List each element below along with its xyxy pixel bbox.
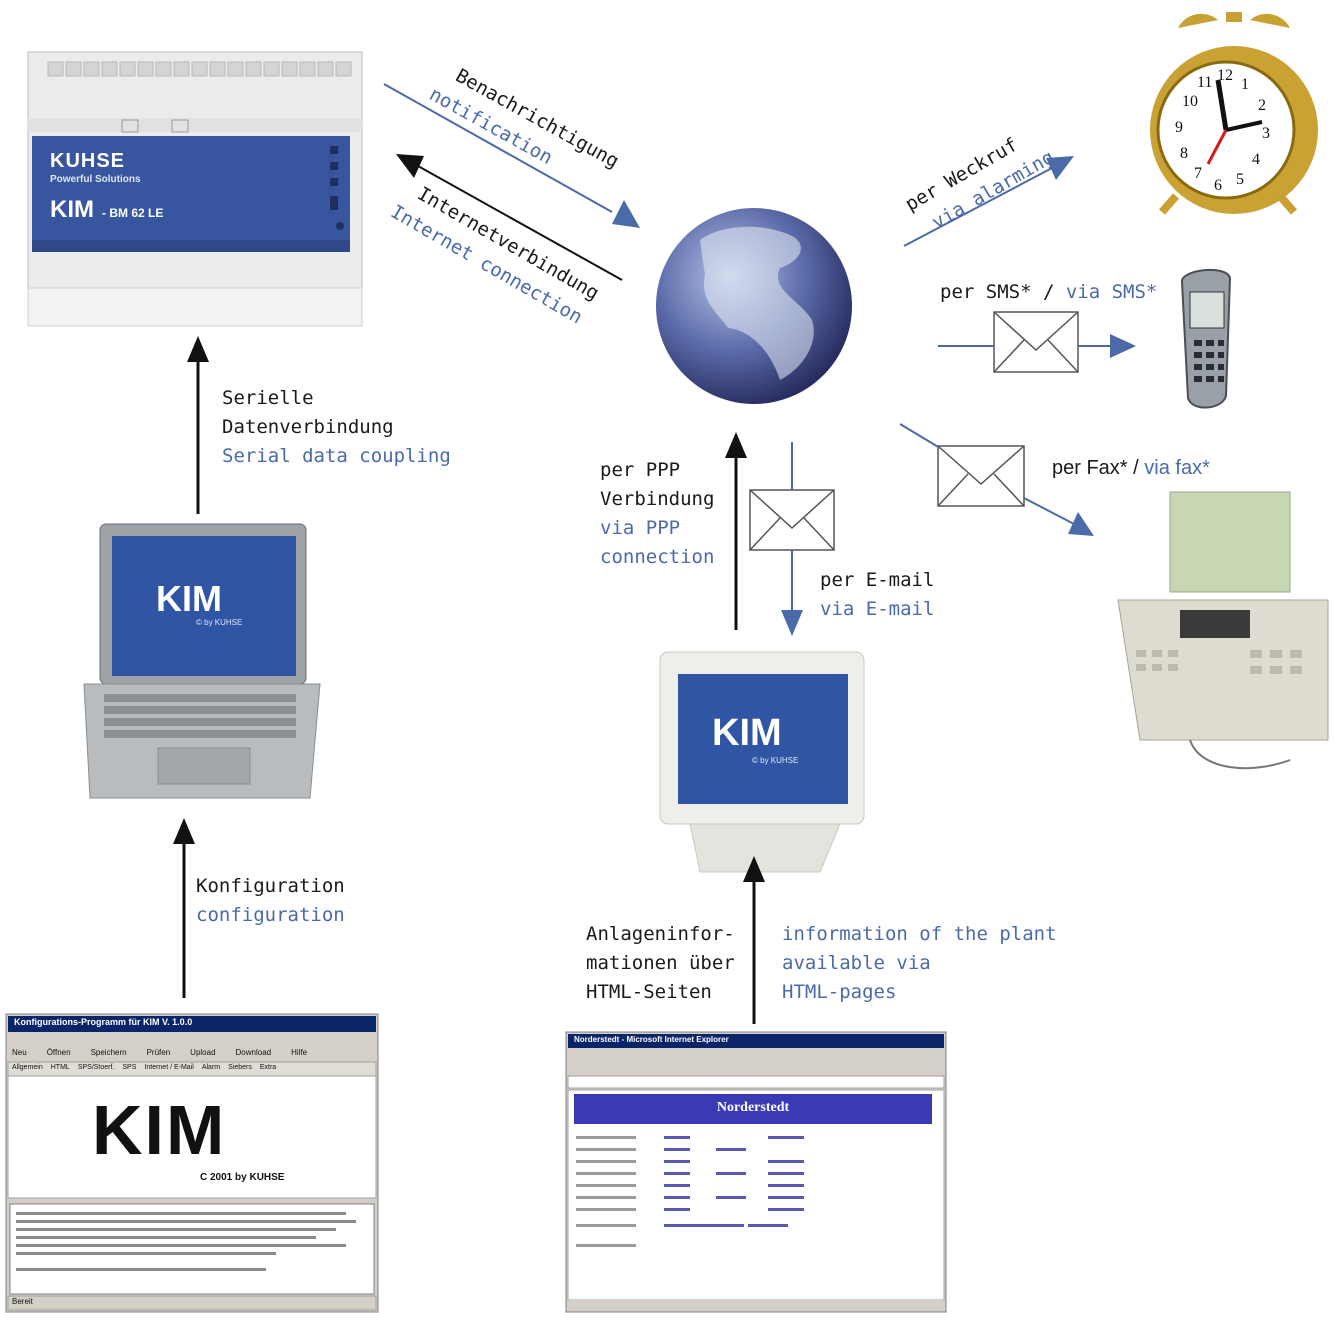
label-plant-de-1: Anlageninfor- [586, 923, 735, 945]
envelope-icon [937, 445, 1025, 507]
label-plant-en-1: information of the plant [782, 923, 1057, 945]
fax-machine [1117, 491, 1329, 770]
svg-text:10: 10 [1182, 93, 1198, 110]
software-toolbar: Neu Öffnen Speichern Prüfen Upload Downl… [12, 1048, 372, 1057]
svg-text:4: 4 [1252, 151, 1260, 168]
monitor-logo-sub: © by KUHSE [752, 756, 799, 765]
device-logo: KIM [50, 196, 94, 223]
toolbar-check-button[interactable]: Prüfen [146, 1048, 171, 1057]
label-ppp-de-2: Verbindung [600, 488, 715, 510]
label-sms-de: per SMS* / [940, 281, 1055, 303]
browser-window-title: Norderstedt - Microsoft Internet Explore… [574, 1035, 729, 1044]
browser-page-heading: Norderstedt [716, 1100, 790, 1115]
tab-alarm[interactable]: Alarm [201, 1064, 221, 1071]
label-serial-en: Serial data coupling [222, 445, 451, 467]
terminal-strip [47, 61, 352, 77]
arrow-ppp [725, 432, 747, 630]
svg-text:8: 8 [1180, 145, 1188, 162]
device-leds [330, 146, 344, 230]
label-plant-de-3: HTML-Seiten [586, 981, 712, 1003]
label-plant-de: Anlageninfor- mationen über HTML-Seiten [586, 920, 735, 1007]
svg-text:7: 7 [1194, 165, 1202, 182]
laptop-logo-sub: © by KUHSE [196, 618, 243, 627]
envelope-icon [993, 311, 1079, 373]
software-window-title: Konfigurations-Programm für KIM V. 1.0.0 [14, 1017, 193, 1027]
label-config-de: Konfiguration [196, 875, 345, 897]
label-email-de: per E-mail [820, 569, 935, 591]
label-email: per E-mail via E-mail [820, 566, 934, 624]
svg-text:5: 5 [1236, 171, 1244, 188]
arrow-email [781, 442, 803, 636]
device-brand: KUHSE [50, 150, 126, 172]
toolbar-save-button[interactable]: Speichern [90, 1048, 127, 1057]
label-email-en: via E-mail [820, 598, 935, 620]
laptop-logo: KIM [156, 578, 222, 619]
mobile-phone [1181, 268, 1232, 409]
label-ppp-en-1: via PPP [600, 517, 681, 539]
globe [656, 208, 852, 404]
software-copyright: C 2001 by KUHSE [200, 1172, 285, 1183]
software-status: Bereit [12, 1297, 33, 1306]
label-ppp: per PPP Verbindung via PPP connection [600, 456, 714, 572]
label-plant-en-3: HTML-pages [782, 981, 897, 1003]
tab-sps-stoerf[interactable]: SPS/Stoerf. [77, 1064, 115, 1071]
tab-siebers[interactable]: Siebers [228, 1064, 252, 1071]
toolbar-upload-button[interactable]: Upload [190, 1048, 216, 1057]
arrow-notification [383, 83, 640, 228]
monitor-logo: KIM [712, 712, 782, 754]
arrow-serial [187, 336, 209, 514]
laptop [83, 523, 321, 799]
svg-text:2: 2 [1258, 97, 1266, 114]
config-software-window [5, 1013, 379, 1313]
arrow-internet-connection [396, 154, 623, 281]
arrow-configuration [173, 818, 195, 998]
label-ppp-en-2: connection [600, 546, 715, 568]
svg-text:1: 1 [1241, 76, 1249, 93]
label-plant-en-2: available via [782, 952, 931, 974]
label-fax-en: via fax* [1144, 457, 1210, 479]
label-plant-en: information of the plant available via H… [782, 920, 1057, 1007]
tab-internet-email[interactable]: Internet / E-Mail [144, 1064, 194, 1071]
tab-sps[interactable]: SPS [122, 1064, 137, 1071]
label-ppp-de-1: per PPP [600, 459, 681, 481]
software-kim-logo: KIM [92, 1091, 227, 1169]
label-config-en: configuration [196, 904, 345, 926]
label-serial: Serielle Datenverbindung Serial data cou… [222, 384, 451, 471]
arrow-alarm [903, 156, 1074, 247]
svg-text:9: 9 [1175, 119, 1183, 136]
arrow-html-pages [743, 856, 765, 1024]
kim-device [27, 51, 363, 327]
label-fax: per Fax* / via fax* [1052, 454, 1210, 483]
svg-text:3: 3 [1262, 125, 1270, 142]
arrow-fax [899, 423, 1094, 536]
svg-text:11: 11 [1197, 74, 1212, 91]
toolbar-new-button[interactable]: Neu [12, 1048, 27, 1057]
label-plant-de-2: mationen über [586, 952, 735, 974]
toolbar-download-button[interactable]: Download [235, 1048, 272, 1057]
device-tagline: Powerful Solutions [50, 174, 141, 185]
svg-text:6: 6 [1214, 177, 1222, 194]
browser-window [565, 1031, 947, 1313]
envelope-icon [749, 489, 835, 551]
software-tabs: Allgemein HTML SPS/Stoerf. SPS Internet … [12, 1064, 372, 1071]
tab-general[interactable]: Allgemein [12, 1064, 43, 1071]
toolbar-help-button[interactable]: Hilfe [291, 1048, 308, 1057]
label-fax-de: per Fax* / [1052, 457, 1139, 479]
label-serial-de-1: Serielle [222, 387, 314, 409]
svg-text:12: 12 [1217, 67, 1233, 84]
device-model: - BM 62 LE [102, 206, 164, 220]
tab-extra[interactable]: Extra [259, 1064, 277, 1071]
label-sms-en: via SMS* [1065, 281, 1158, 303]
arrow-sms [938, 334, 1136, 358]
label-configuration: Konfiguration configuration [196, 872, 345, 930]
toolbar-open-button[interactable]: Öffnen [46, 1048, 71, 1057]
label-sms: per SMS* / via SMS* [940, 278, 1157, 307]
alarm-clock: 12 12 345 678 9 10 11 [1150, 12, 1318, 215]
crt-monitor [659, 651, 865, 873]
tab-html[interactable]: HTML [50, 1064, 70, 1071]
label-serial-de-2: Datenverbindung [222, 416, 394, 438]
